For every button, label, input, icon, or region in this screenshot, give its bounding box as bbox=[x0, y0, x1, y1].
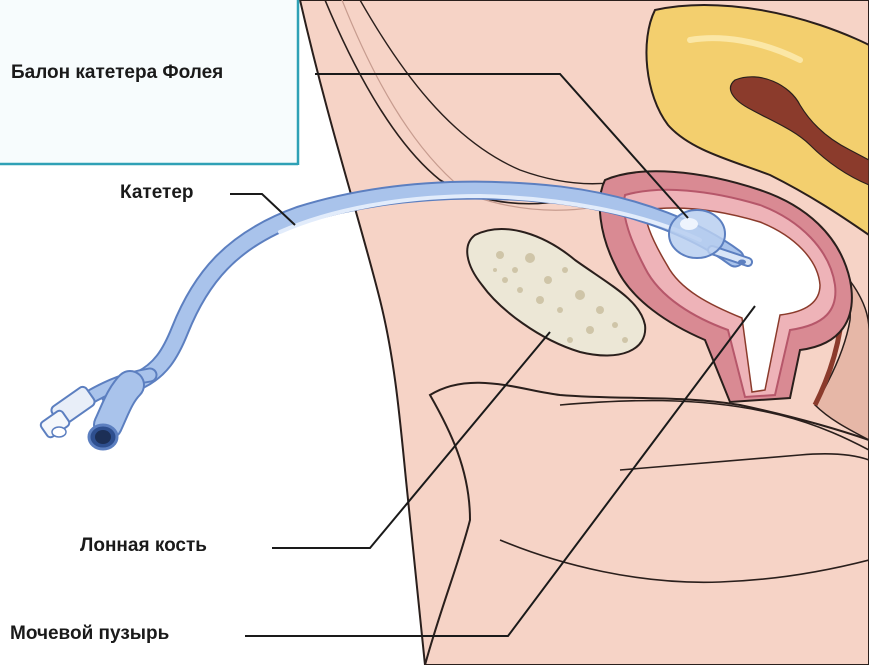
balloon-label: Балон катетера Фолея bbox=[11, 63, 223, 82]
catheter-label: Катетер bbox=[120, 183, 194, 202]
catheter-tip-eyelet bbox=[738, 260, 746, 265]
bladder-label: Мочевой пузырь bbox=[10, 624, 169, 643]
pubic-bone-label: Лонная кость bbox=[80, 536, 207, 555]
foley-balloon-highlight bbox=[680, 218, 698, 230]
lower-lobe bbox=[425, 383, 869, 665]
catheter-valve-port bbox=[39, 385, 96, 439]
foley-balloon bbox=[669, 210, 725, 258]
